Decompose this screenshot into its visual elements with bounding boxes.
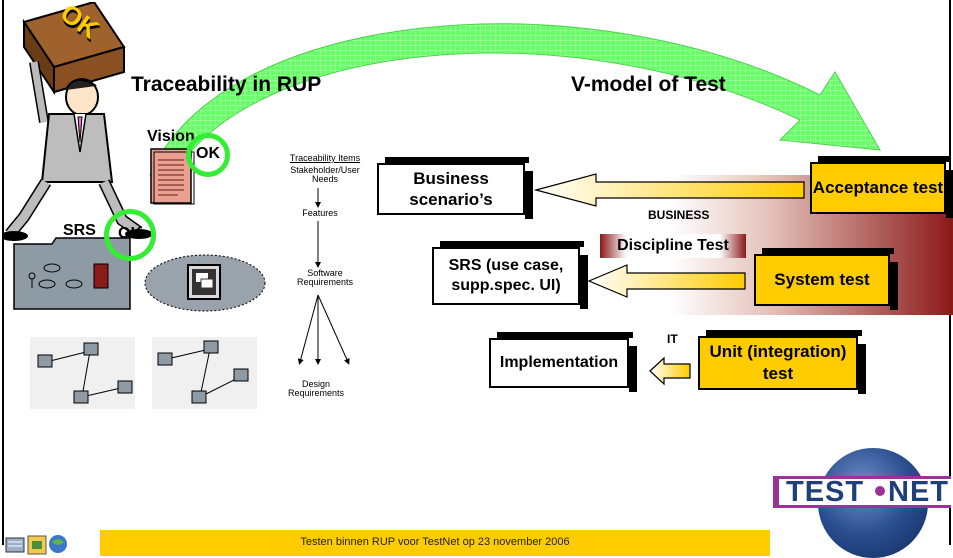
trace-header: Traceability Items bbox=[289, 153, 361, 163]
label-business: BUSINESS bbox=[648, 208, 710, 222]
testnet-logo: TEST NET bbox=[768, 448, 953, 558]
trace-stakeholder: Stakeholder/User Needs bbox=[290, 165, 360, 185]
footer-icons bbox=[5, 535, 67, 555]
arrow-acceptance-to-business bbox=[534, 173, 805, 207]
trace-arrows bbox=[297, 188, 350, 365]
box-implementation: Implementation bbox=[489, 332, 637, 392]
title-vmodel: V-model of Test bbox=[571, 73, 726, 96]
trace-design: Design Requirements bbox=[287, 379, 345, 399]
green-curved-arrow bbox=[149, 23, 881, 179]
arrow-unit-to-implementation bbox=[649, 356, 691, 386]
node-graph-left bbox=[30, 337, 135, 409]
logo-bar bbox=[773, 476, 951, 508]
srs-label: SRS bbox=[63, 222, 96, 239]
box-srs: SRS (use case, supp.spec. UI) bbox=[432, 241, 588, 309]
node-graph-right bbox=[152, 337, 257, 409]
component-oval-icon bbox=[144, 254, 266, 312]
vision-ok-circle bbox=[186, 133, 230, 177]
footer: Testen binnen RUP voor TestNet op 23 nov… bbox=[0, 529, 953, 557]
title-traceability: Traceability in RUP bbox=[131, 73, 322, 96]
logo-dot bbox=[875, 486, 885, 496]
box-system-test: System test bbox=[754, 248, 898, 310]
footer-bar bbox=[100, 530, 770, 556]
label-discipline-test: Discipline Test bbox=[600, 234, 746, 258]
box-business-scenarios: Business scenario’s bbox=[377, 157, 533, 219]
footer-text: Testen binnen RUP voor TestNet op 23 nov… bbox=[300, 536, 570, 548]
logo-text-test: TEST bbox=[786, 476, 865, 508]
box-unit-test: Unit (integration) test bbox=[698, 330, 866, 394]
box-acceptance-test: Acceptance test bbox=[810, 156, 953, 218]
trace-software: Software Requirements bbox=[296, 268, 354, 288]
srs-ok-circle bbox=[104, 209, 156, 261]
srs-ok-text: OK bbox=[118, 225, 142, 242]
label-it: IT bbox=[667, 332, 678, 346]
trace-features: Features bbox=[302, 208, 338, 218]
vision-ok-text: OK bbox=[196, 145, 220, 162]
arrow-system-to-srs bbox=[587, 264, 746, 298]
logo-text-net: NET bbox=[888, 476, 949, 508]
vision-label: Vision bbox=[147, 128, 195, 145]
vision-document-icon bbox=[150, 148, 195, 205]
